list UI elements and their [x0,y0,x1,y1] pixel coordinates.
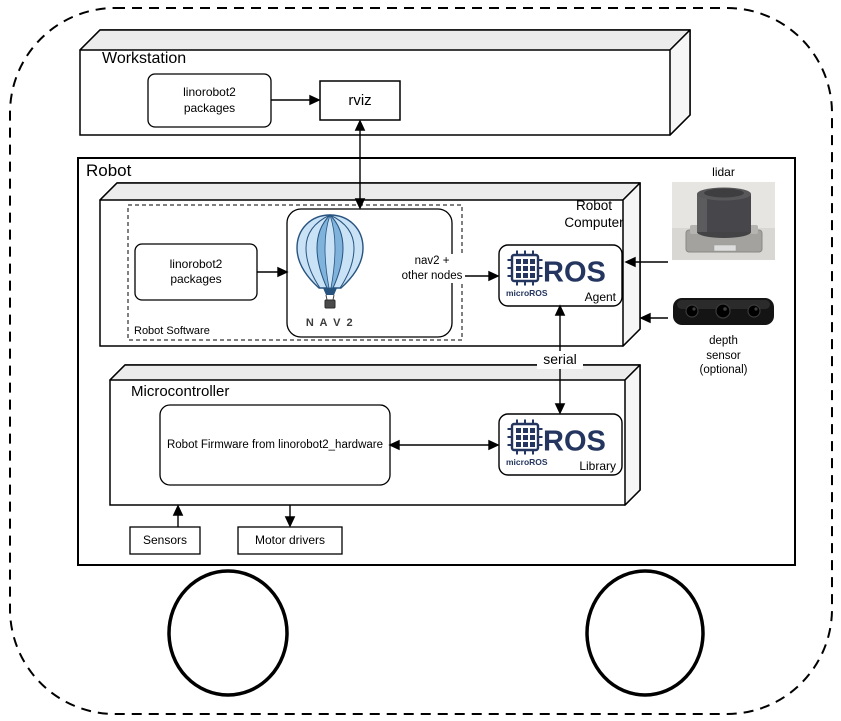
nav2-other-nodes-label: nav2 + other nodes [399,254,465,284]
micro-ros-library-box [498,413,623,476]
arrow-software-to-agent [462,270,500,282]
arrow-lidar-to-agent [624,256,668,268]
nav2-balloon-icon [296,213,364,309]
linorobot2-packages-label: linorobot2 packages [135,244,257,300]
robot-software-label: Robot Software [134,325,210,337]
balloon-basket [324,299,336,309]
chip-grid [516,428,535,447]
library-label: Library [579,459,616,473]
connector-arrows [172,94,668,528]
sensors-label: Sensors [142,532,188,547]
ws-linorobot2-packages-label: linorobot2 packages [148,74,271,127]
microcontroller-title: Microcontroller [131,383,230,400]
nav2-nodes-line1: nav2 + [414,255,450,267]
depth-line2: sensor [706,349,741,362]
robot-computer-title: Robot Computer [548,197,640,232]
arrow-packages-to-rviz [271,94,321,106]
nav2-nodes-line2: other nodes [401,269,463,282]
agent-label: Agent [585,290,617,304]
arrow-sensors-to-microcontroller [172,504,184,527]
robot-computer-title-line2: Computer [564,215,624,231]
depth-sensor-image [673,298,774,325]
packages-line2: packages [170,272,222,286]
nav2-caption: N A V 2 [305,317,355,329]
robot-computer-title-line1: Robot [575,198,613,213]
depth-sensor-label: depth sensor (optional) [672,334,775,378]
lidar-image [672,182,775,260]
arrow-depth-to-computer [639,312,668,324]
rviz-label: rviz [348,91,372,109]
workstation-title: Workstation [102,50,187,67]
micro-ros-wordmark: ROS [543,426,606,458]
left-wheel [167,569,289,697]
micro-ros-small-wordmark: microROS [506,288,548,298]
serial-label: serial [537,351,583,369]
packages-line1: linorobot2 [169,256,223,271]
lidar-label: lidar [712,165,735,179]
depth-line3: (optional) [699,364,748,377]
chip-grid [516,259,535,278]
balloon-ropes [325,294,335,301]
rviz-box [319,80,401,121]
micro-ros-agent-logo: ROS microROS Agent [506,250,617,304]
micro-ros-library-logo: ROS microROS Library [506,419,616,473]
motor-drivers-label: Motor drivers [254,532,325,547]
chip-pins [507,250,543,286]
motor-drivers-box [237,526,343,555]
micro-ros-wordmark: ROS [543,257,606,289]
robot-title: Robot [86,161,132,180]
micro-ros-small-wordmark: microROS [506,457,548,467]
packages-line2: packages [183,100,236,115]
chip-pins [507,419,543,455]
right-wheel [585,569,705,697]
packages-line1: linorobot2 [183,85,236,100]
balloon-skirt [323,288,337,295]
arrow-packages-to-nav2 [257,266,289,278]
sensors-box [129,526,201,555]
arrow-firmware-to-library [388,439,500,451]
arrow-rviz-to-robot-computer [354,119,366,210]
lidar-sticker [713,244,737,252]
firmware-label: Robot Firmware from linorobot2_hardware [166,438,384,451]
robot-body-outline [9,7,833,715]
depth-line1: depth [709,335,738,347]
arrow-microcontroller-to-motor-drivers [284,505,296,528]
